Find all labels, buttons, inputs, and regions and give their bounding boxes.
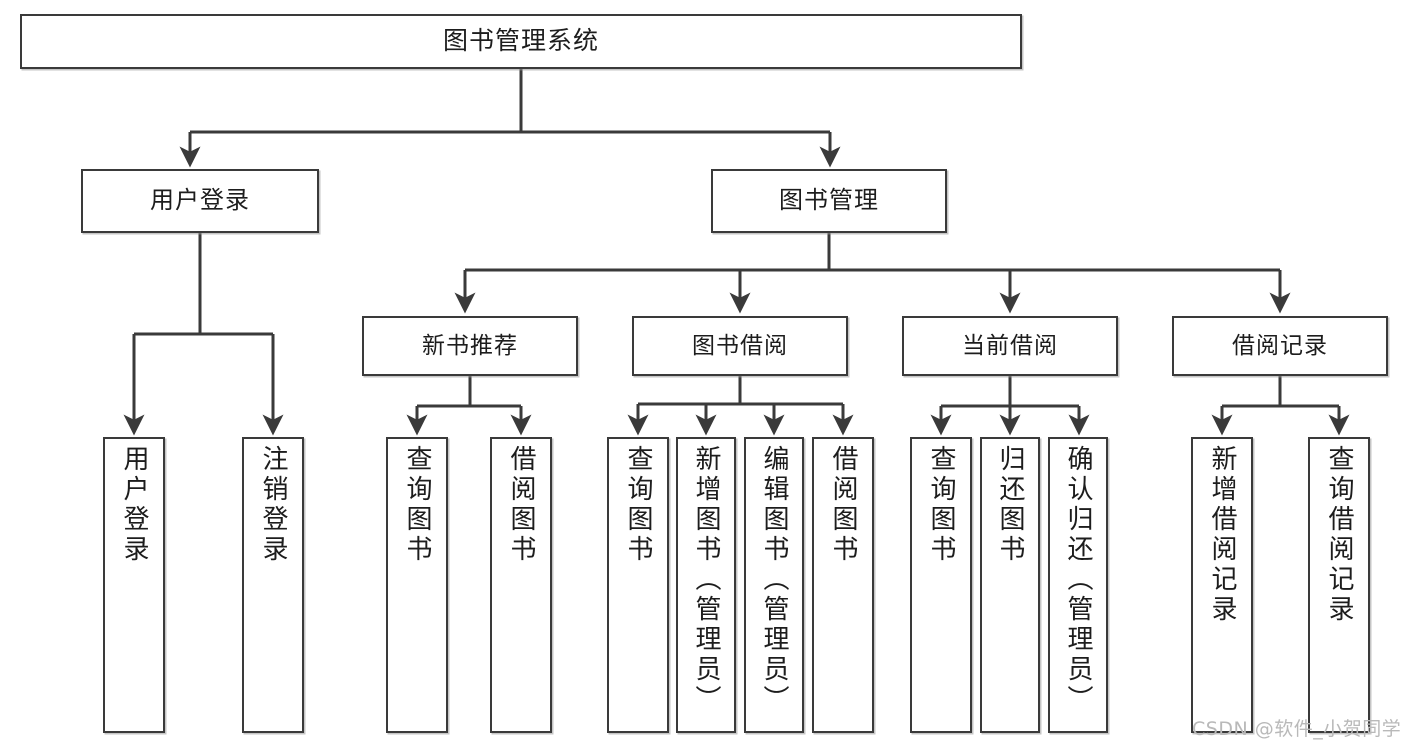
node-leaf-query-book-2[interactable]: 查询图书	[607, 437, 669, 733]
node-leaf-query-book-3[interactable]: 查询图书	[910, 437, 972, 733]
node-leaf-query-record-label: 查询借阅记录	[1324, 445, 1354, 625]
node-leaf-borrow-book-1[interactable]: 借阅图书	[490, 437, 552, 733]
node-leaf-logout-login[interactable]: 注销登录	[242, 437, 304, 733]
node-leaf-return-book[interactable]: 归还图书	[980, 437, 1040, 733]
node-leaf-query-record[interactable]: 查询借阅记录	[1308, 437, 1370, 733]
node-borrow-record-label: 借阅记录	[1232, 332, 1328, 359]
node-leaf-query-book-1[interactable]: 查询图书	[386, 437, 448, 733]
node-leaf-query-book-1-label: 查询图书	[402, 445, 432, 565]
node-leaf-return-book-label: 归还图书	[995, 445, 1025, 565]
node-leaf-borrow-book-2-label: 借阅图书	[828, 445, 858, 565]
node-leaf-borrow-book-1-label: 借阅图书	[506, 445, 536, 565]
node-leaf-add-record-label: 新增借阅记录	[1207, 445, 1237, 625]
node-leaf-edit-book[interactable]: 编辑图书（管理员）	[744, 437, 804, 733]
node-leaf-query-book-3-label: 查询图书	[926, 445, 956, 565]
node-current-borrow[interactable]: 当前借阅	[902, 316, 1118, 376]
node-book-manage[interactable]: 图书管理	[711, 169, 947, 233]
csdn-watermark: CSDN @软件_小贺同学	[1192, 718, 1402, 740]
node-user-login-label: 用户登录	[150, 186, 250, 215]
node-leaf-user-login-label: 用户登录	[119, 445, 149, 565]
node-user-login[interactable]: 用户登录	[81, 169, 319, 233]
node-book-borrow-label: 图书借阅	[692, 332, 788, 359]
node-book-manage-label: 图书管理	[779, 186, 879, 215]
node-borrow-record[interactable]: 借阅记录	[1172, 316, 1388, 376]
node-leaf-add-record[interactable]: 新增借阅记录	[1191, 437, 1253, 733]
node-root[interactable]: 图书管理系统	[20, 14, 1022, 69]
node-leaf-query-book-2-label: 查询图书	[623, 445, 653, 565]
node-new-book-recommend[interactable]: 新书推荐	[362, 316, 578, 376]
node-leaf-user-login[interactable]: 用户登录	[103, 437, 165, 733]
node-leaf-edit-book-label: 编辑图书（管理员）	[759, 445, 789, 715]
node-new-book-recommend-label: 新书推荐	[422, 332, 518, 359]
node-leaf-add-book-label: 新增图书（管理员）	[691, 445, 721, 715]
node-book-borrow[interactable]: 图书借阅	[632, 316, 848, 376]
node-leaf-confirm-return[interactable]: 确认归还（管理员）	[1048, 437, 1108, 733]
node-root-label: 图书管理系统	[442, 26, 599, 56]
node-leaf-add-book[interactable]: 新增图书（管理员）	[676, 437, 736, 733]
node-leaf-logout-login-label: 注销登录	[258, 445, 288, 565]
node-current-borrow-label: 当前借阅	[962, 332, 1058, 359]
node-leaf-confirm-return-label: 确认归还（管理员）	[1063, 445, 1093, 715]
node-leaf-borrow-book-2[interactable]: 借阅图书	[812, 437, 874, 733]
